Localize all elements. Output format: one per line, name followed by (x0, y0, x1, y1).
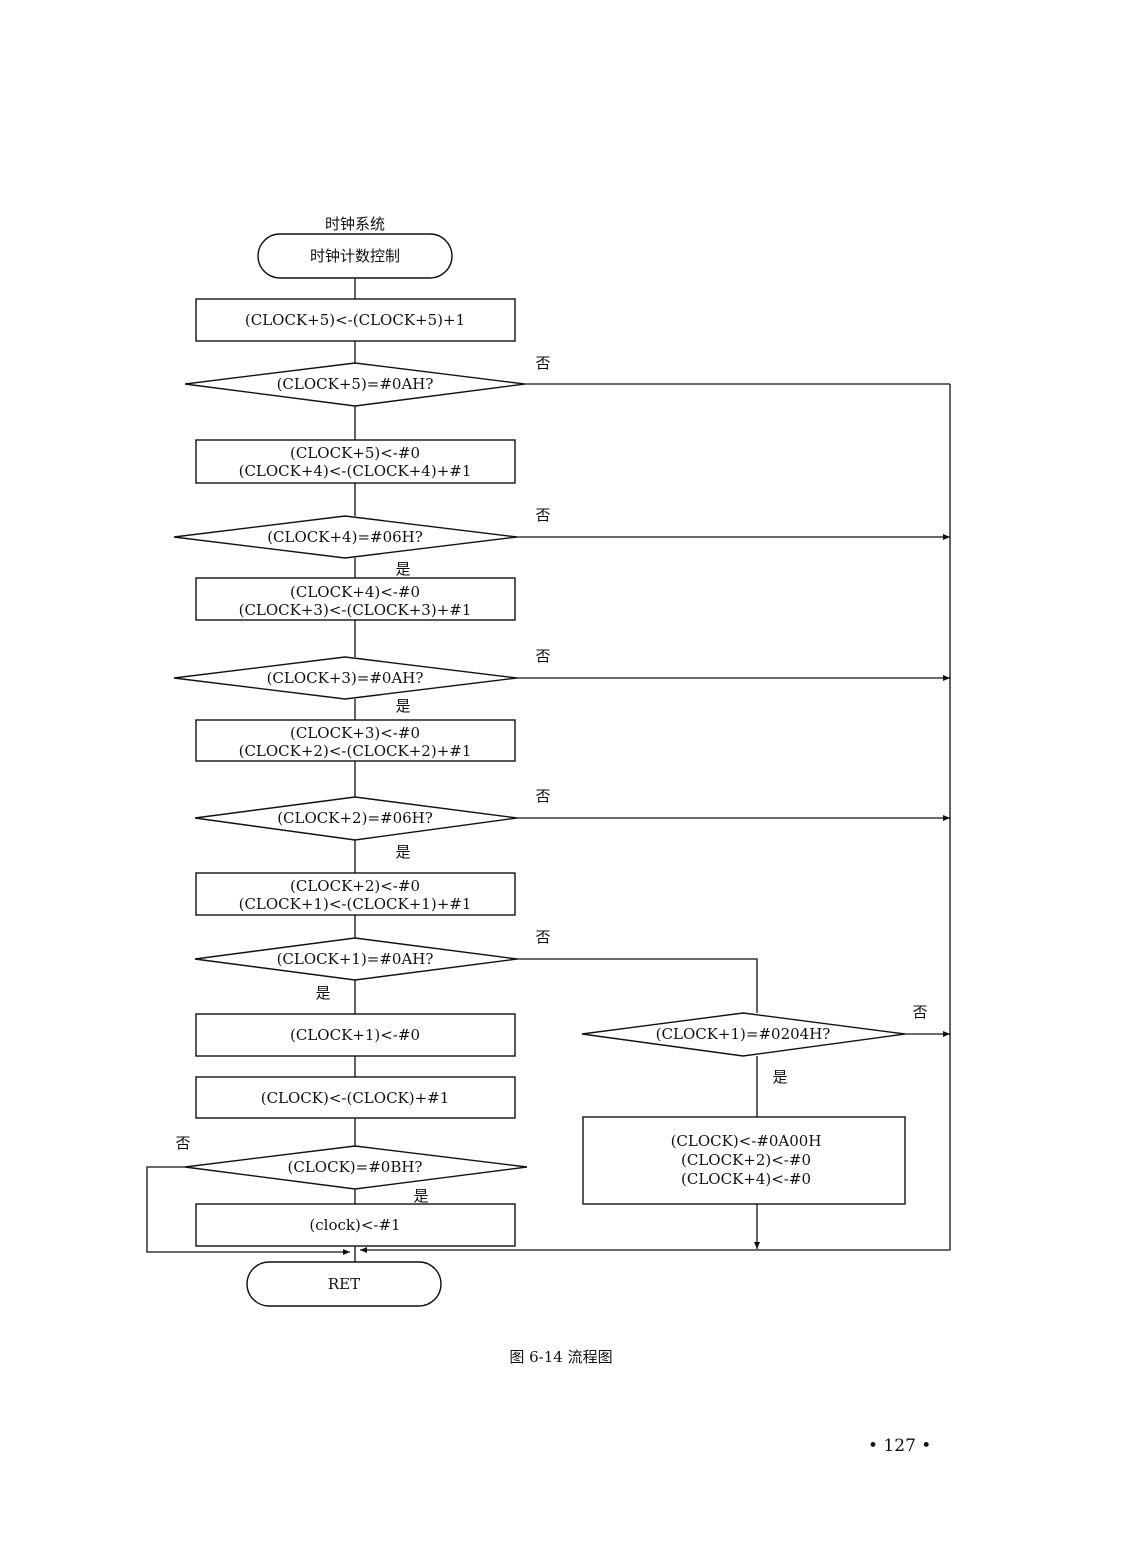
process-set-clock-1 (195, 1203, 516, 1247)
process-reset-day (582, 1116, 906, 1205)
process-label: (CLOCK+5)<-#0 (290, 444, 420, 462)
decision-label: (CLOCK+5)=#0AH? (277, 375, 434, 393)
yes-label: 是 (315, 984, 330, 1002)
process-reset-clock5 (195, 439, 516, 484)
yes-label: 是 (772, 1068, 787, 1086)
decision-clock1-eq-0ah (194, 937, 518, 981)
decision-label: (CLOCK+2)=#06H? (277, 809, 433, 827)
process-label: (CLOCK+1)<-(CLOCK+1)+#1 (239, 895, 472, 913)
start-label: 时钟计数控制 (310, 247, 400, 265)
decision-clock-eq-0bh (184, 1145, 528, 1190)
process-increment-clock5 (195, 298, 516, 342)
process-label: (CLOCK+4)<-#0 (290, 583, 420, 601)
no-label: 否 (912, 1003, 927, 1021)
end-label: RET (328, 1275, 360, 1293)
yes-label: 是 (395, 560, 410, 578)
process-label: (CLOCK+2)<-#0 (290, 877, 420, 895)
process-reset-clock3 (195, 719, 516, 762)
no-label: 否 (175, 1134, 190, 1152)
process-label: (CLOCK)<-(CLOCK)+#1 (261, 1089, 450, 1107)
decision-clock2-eq-06h (194, 796, 518, 841)
process-label: (CLOCK+2)<-#0 (681, 1151, 811, 1169)
decision-clock1-eq-0204h (581, 1012, 906, 1057)
d5-no-branch (517, 958, 758, 1013)
process-label: (CLOCK)<-#0A00H (671, 1132, 822, 1150)
no-label: 否 (535, 354, 550, 372)
decision-clock5-eq-0ah (184, 362, 526, 407)
decision-label: (CLOCK+1)=#0204H? (656, 1025, 831, 1043)
no-label: 否 (535, 787, 550, 805)
yes-label: 是 (395, 843, 410, 861)
decision-label: (CLOCK+1)=#0AH? (277, 950, 434, 968)
process-label: (CLOCK+1)<-#0 (290, 1026, 420, 1044)
process-label: (CLOCK+3)<-#0 (290, 724, 420, 742)
process-label: (CLOCK+4)<-(CLOCK+4)+#1 (239, 462, 472, 480)
yes-label: 是 (413, 1187, 428, 1205)
right-no-branches (360, 383, 951, 1253)
decision-label: (CLOCK)=#0BH? (288, 1158, 423, 1176)
process-reset-clock1 (195, 1013, 516, 1057)
decision-label: (CLOCK+4)=#06H? (267, 528, 423, 546)
process-increment-clock (195, 1076, 516, 1119)
process-label: (CLOCK+2)<-(CLOCK+2)+#1 (239, 742, 472, 760)
process-label: (CLOCK+4)<-#0 (681, 1170, 811, 1188)
page-number: • 127 • (868, 1436, 932, 1456)
figure-caption: 图 6-14 流程图 (509, 1348, 613, 1366)
process-reset-clock2 (195, 872, 516, 916)
yes-label: 是 (395, 697, 410, 715)
decision-label: (CLOCK+3)=#0AH? (267, 669, 424, 687)
end-terminal (246, 1261, 442, 1307)
no-label: 否 (535, 506, 550, 524)
no-label: 否 (535, 647, 550, 665)
decision-clock3-eq-0ah (173, 656, 518, 700)
process-reset-clock4 (195, 577, 516, 621)
left-no-branch (146, 1166, 350, 1255)
process-label: (clock)<-#1 (309, 1216, 400, 1234)
diagram-heading: 时钟系统 (325, 215, 385, 233)
no-label: 否 (535, 928, 550, 946)
process-label: (CLOCK+3)<-(CLOCK+3)+#1 (239, 601, 472, 619)
process-label: (CLOCK+5)<-(CLOCK+5)+1 (245, 311, 465, 329)
decision-clock4-eq-06h (173, 515, 518, 559)
